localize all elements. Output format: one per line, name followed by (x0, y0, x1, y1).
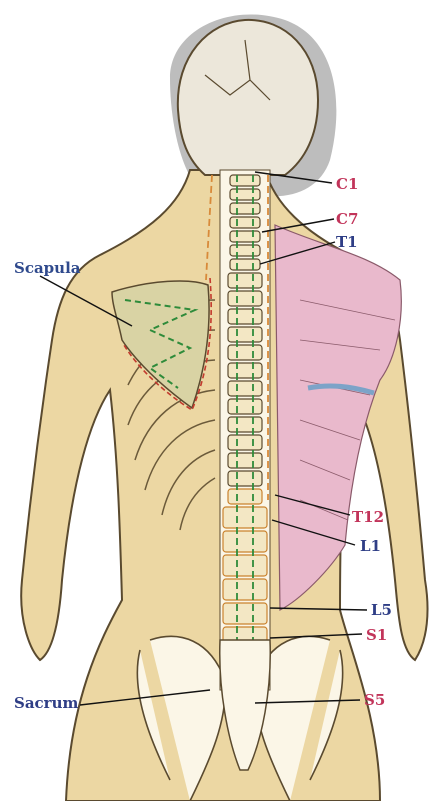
vertebra-1 (230, 175, 260, 186)
skull (178, 20, 318, 175)
vertebra-20 (228, 489, 262, 504)
vertebra-3 (230, 203, 260, 214)
vertebra-14 (228, 381, 262, 396)
label-l5: L5 (371, 601, 392, 619)
vertebra-21 (223, 507, 267, 528)
vertebra-22 (223, 531, 267, 552)
label-t12: T12 (352, 508, 384, 526)
vertebra-5 (230, 231, 260, 242)
vertebra-12 (228, 345, 262, 360)
vertebra-13 (228, 363, 262, 378)
vertebra-19 (228, 471, 262, 486)
label-c7: C7 (336, 210, 358, 228)
vertebra-9 (228, 291, 262, 306)
vertebra-24 (223, 579, 267, 600)
vertebra-4 (230, 217, 260, 228)
label-s1: S1 (366, 626, 387, 644)
vertebra-25 (223, 603, 267, 624)
label-scapula: Scapula (14, 259, 81, 277)
vertebra-7 (230, 259, 260, 270)
vertebra-2 (230, 189, 260, 200)
vertebra-18 (228, 453, 262, 468)
vertebra-6 (230, 245, 260, 256)
label-s5: S5 (364, 691, 385, 709)
vertebra-8 (228, 273, 262, 288)
label-sacrum: Sacrum (14, 694, 78, 712)
vertebra-15 (228, 399, 262, 414)
label-l1: L1 (360, 537, 381, 555)
vertebra-10 (228, 309, 262, 324)
vertebra-11 (228, 327, 262, 342)
vertebra-17 (228, 435, 262, 450)
label-c1: C1 (336, 175, 358, 193)
vertebra-16 (228, 417, 262, 432)
label-t1: T1 (336, 233, 358, 251)
vertebra-23 (223, 555, 267, 576)
